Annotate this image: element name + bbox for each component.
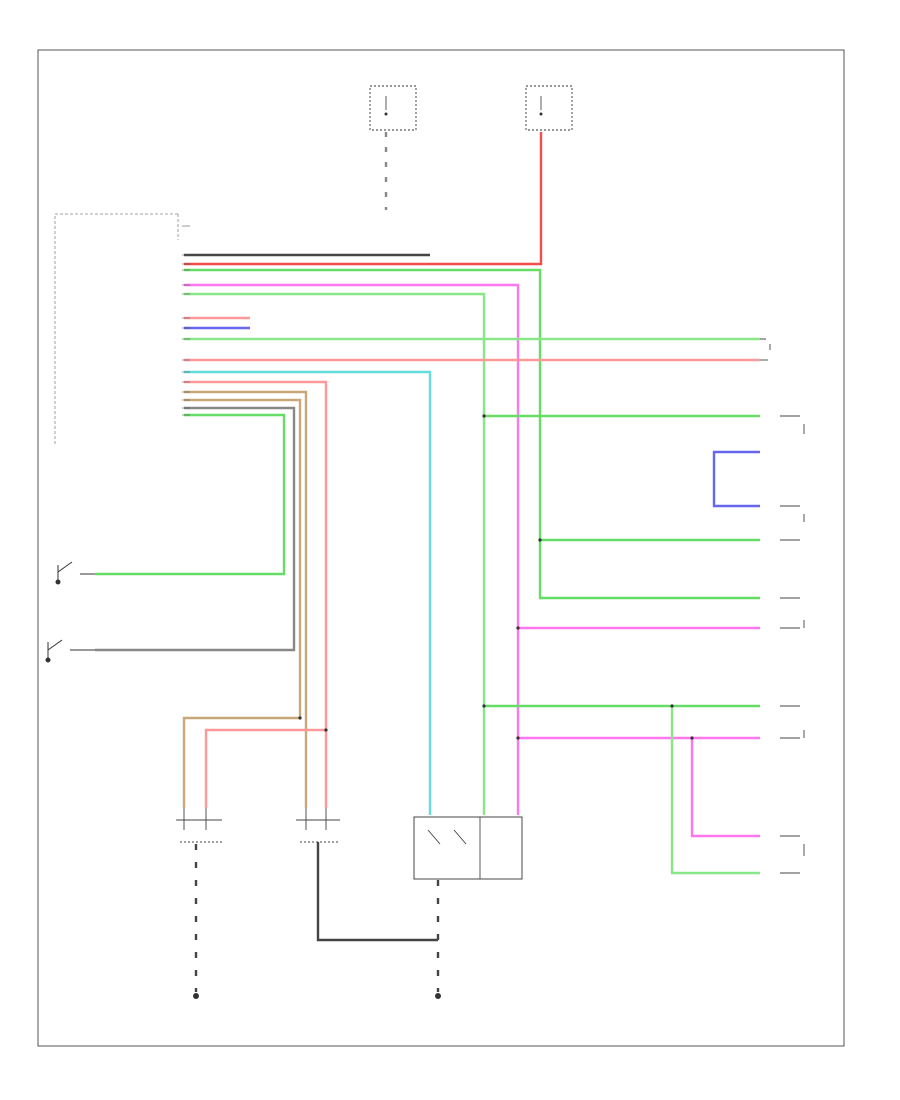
junction-dots [298, 414, 694, 740]
wire-tan-vert [184, 390, 308, 808]
right-terminals [760, 338, 805, 874]
wire-red-battery [184, 132, 543, 266]
control-unit-outline [54, 213, 178, 445]
wire-pink-1 [184, 283, 520, 815]
wire-green-right-4 [670, 706, 760, 875]
wire-green-switch [95, 413, 286, 576]
ground-icon-center [435, 993, 441, 999]
switch-icon-upper [55, 561, 95, 585]
switch-icon-lower [45, 639, 95, 663]
control-unit-pins [182, 225, 190, 416]
fuse-block-left [369, 85, 417, 131]
wire-gray-switch [95, 406, 296, 652]
wire-lightpink-vert [184, 380, 328, 808]
diagram-frame [37, 49, 845, 1047]
wire-green-2 [184, 292, 486, 815]
sensor-box [413, 816, 523, 880]
wire-pink-branch [204, 728, 326, 808]
ground-icon-left [193, 993, 199, 999]
wire-dark-bottom [316, 842, 438, 942]
connector-left [176, 808, 222, 843]
wire-cyan [184, 370, 432, 815]
wire-tan-loop [182, 398, 302, 808]
wire-blue-loop [712, 450, 760, 508]
connector-right [296, 808, 340, 843]
wire-green-1 [184, 268, 760, 600]
fuse-block-right [525, 85, 573, 131]
wire-pink-right-3 [690, 738, 760, 838]
